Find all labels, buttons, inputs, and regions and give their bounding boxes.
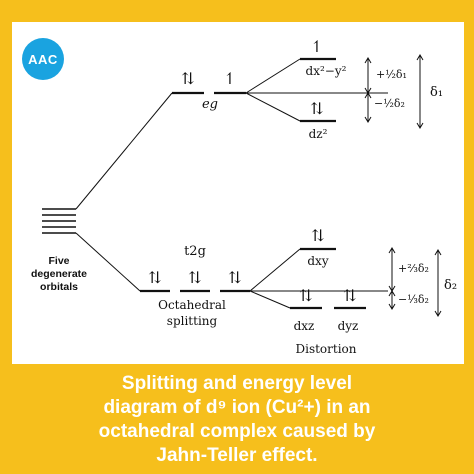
caption-line-2: diagram of d⁹ ion (Cu²+) in an [103,397,371,418]
dxy-electron-pair: ⇅ [311,226,324,245]
dxy-label: dxy [307,254,328,268]
octahedral-label-line1: Octahedral [158,298,226,312]
two-thirds-delta2-label: +⅔δ₂ [398,262,429,275]
delta2-label: δ₂ [444,278,457,293]
distortion-label: Distortion [295,342,356,356]
t2g-label: t2g [184,244,206,259]
t2g-distortion-connectors [249,248,388,309]
dxz-electron-pair: ⇅ [299,286,312,305]
eg-split-arrows [364,54,424,129]
caption: Splitting and energy level diagram of d⁹… [0,372,474,468]
dx2y2-label: dx²−y² [306,64,347,78]
dz2-electron-pair: ⇅ [310,99,323,118]
dyz-label: dyz [338,319,359,333]
octahedral-label-line2: splitting [167,314,218,328]
degenerate-label-line1: Five [48,255,69,267]
diagram-panel [12,22,464,364]
caption-line-1: Splitting and energy level [121,373,353,394]
neg-third-delta2-label: −⅓δ₂ [398,293,429,306]
dz2-label: dz² [309,127,328,141]
degenerate-levels [42,208,76,234]
t2g-electron-pair-3: ⇅ [228,268,241,287]
degenerate-label-line2: degenerate [31,268,87,280]
degenerate-label-line3: orbitals [40,281,78,293]
eg-label: eg [202,97,218,112]
aac-logo: AAC [22,38,64,80]
t2g-split-arrows [388,247,442,317]
t2g-electron-pair-2: ⇅ [188,268,201,287]
neg-half-delta2-label: −½δ₂ [374,97,405,110]
eg-distortion-connectors [245,58,388,122]
dyz-electron-pair: ⇅ [343,286,356,305]
caption-line-3: octahedral complex caused by [98,421,376,442]
delta1-label: δ₁ [430,85,443,100]
octahedral-connectors [75,92,173,292]
half-delta1-label: +½δ₁ [376,68,407,81]
t2g-electron-pair-1: ⇅ [148,268,161,287]
eg-electron-single: ↿ [223,69,236,88]
dx2y2-electron: ↿ [310,37,323,56]
eg-electron-pair: ⇅ [181,69,194,88]
dxz-label: dxz [294,319,315,333]
caption-line-4: Jahn-Teller effect. [156,445,318,466]
